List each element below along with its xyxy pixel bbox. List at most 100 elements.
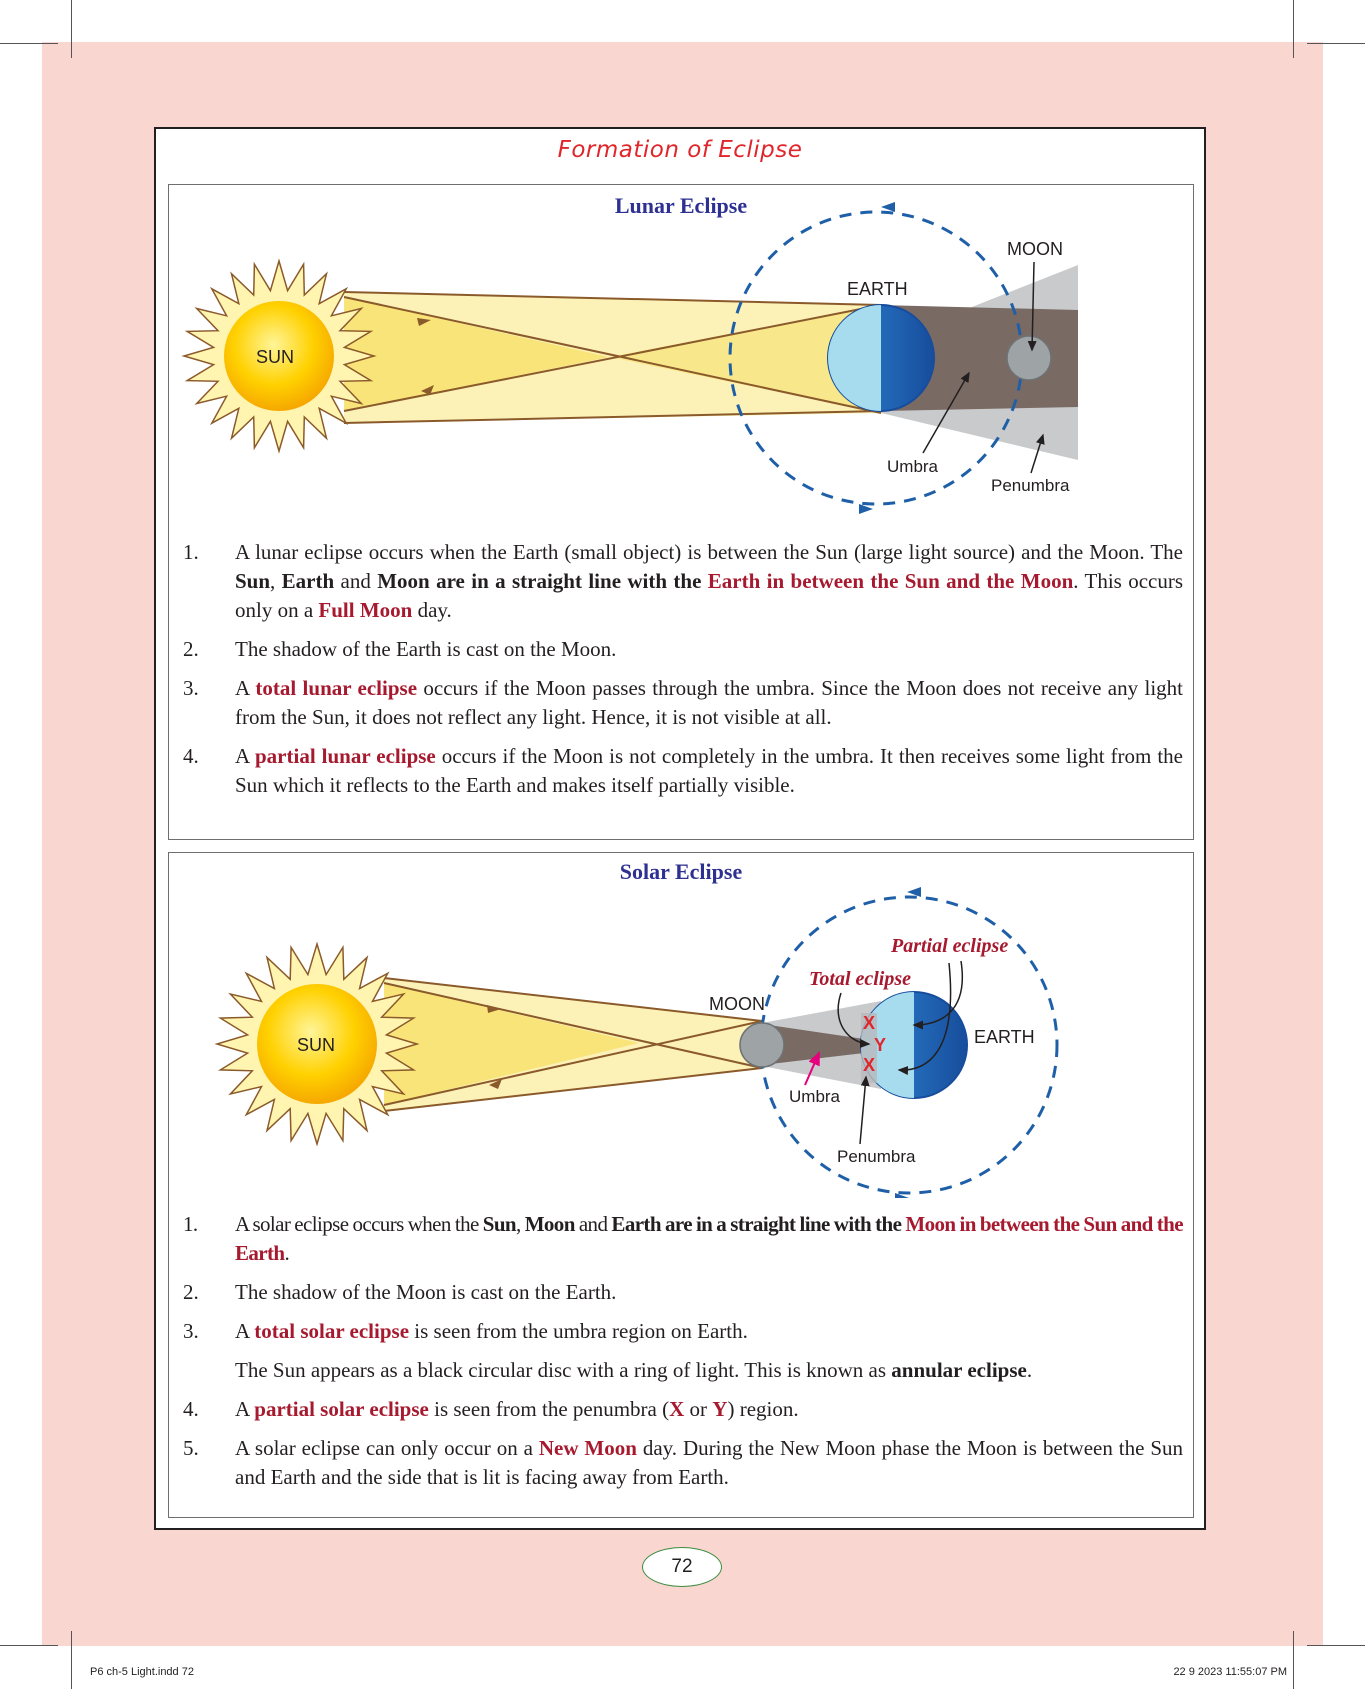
text-run: , (515, 1212, 525, 1236)
solar-eclipse-points: 1. A solar eclipse occurs when the Sun, M… (183, 1210, 1184, 1502)
crop-mark (1293, 1631, 1294, 1689)
list-item: 2.The shadow of the Earth is cast on the… (183, 635, 1183, 664)
text-run: ) region. (727, 1397, 799, 1421)
partial-eclipse-label: Partial eclipse (890, 935, 1008, 957)
umbra-pointer (922, 371, 970, 454)
umbra-region (881, 305, 1078, 411)
penumbra-label: Penumbra (837, 1147, 916, 1166)
ray (383, 982, 763, 1069)
ray (343, 410, 882, 424)
emphasis-text: partial solar eclipse (254, 1397, 429, 1421)
list-item-number: 1. (183, 1212, 198, 1236)
list-item: 5.A solar eclipse can only occur on a Ne… (183, 1434, 1183, 1492)
orbit-arrow (859, 504, 873, 514)
text-run: occurs if the Moon is not completely in … (235, 744, 1183, 797)
text-run: A (235, 1319, 255, 1343)
text-run: The Sun appears as a black circular disc… (235, 1358, 892, 1382)
moon-label: MOON (709, 994, 765, 1014)
list-item: 4.A partial solar eclipse is seen from t… (183, 1395, 1183, 1424)
list-item-number: 1. (183, 540, 199, 564)
marker-x-bottom: X (863, 1055, 875, 1075)
bold-text: Moon are in a straight line with the (377, 569, 708, 593)
ray-arrow (421, 385, 434, 395)
text-run: . This occurs only on a (235, 569, 1183, 622)
earth-label: EARTH (847, 279, 908, 299)
earth-label: EARTH (974, 1027, 1035, 1047)
ray (383, 977, 763, 1022)
list-item-number: 5. (183, 1436, 199, 1460)
marker-y: Y (874, 1035, 886, 1055)
sun-label: SUN (256, 347, 294, 367)
text-run: day. (412, 598, 452, 622)
text-run: The shadow of the Earth is cast on the M… (235, 637, 617, 661)
emphasis-text: total lunar eclipse (255, 676, 418, 700)
solar-eclipse-diagram: SUN EARTH MOON X Y X Partial eclipse Tot… (214, 887, 1059, 1198)
moon (1006, 335, 1052, 381)
list-item: 4.A partial lunar eclipse occurs if the … (183, 742, 1183, 800)
list-item: 1. A solar eclipse occurs when the Sun, M… (183, 1210, 1184, 1268)
moon-pointer (1027, 261, 1037, 352)
lunar-eclipse-points: 1. A lunar eclipse occurs when the Earth … (183, 538, 1183, 810)
sun-label: SUN (297, 1035, 335, 1055)
text-run: A solar eclipse occurs when the (235, 1212, 483, 1236)
text-run: is seen from the umbra region on Earth. (409, 1319, 748, 1343)
text-run: . (1026, 1358, 1033, 1382)
crop-mark (1307, 1645, 1365, 1646)
bold-text: Sun (482, 1212, 517, 1236)
ray-arrow (489, 1079, 502, 1089)
list-item-note: The Sun appears as a black circular disc… (183, 1356, 1183, 1385)
light-beam-inner (344, 297, 609, 411)
ray (343, 291, 882, 306)
text-run: and (334, 569, 378, 593)
text-run: and (574, 1212, 612, 1236)
orbit-arrow (881, 202, 895, 212)
bold-text: annular eclipse (891, 1358, 1027, 1382)
crop-mark (71, 1631, 72, 1689)
orbit-arrow (895, 1193, 909, 1198)
solar-eclipse-panel: Solar Eclipse (168, 852, 1194, 1518)
emphasis-text: Y (712, 1397, 728, 1421)
ray (383, 1020, 763, 1106)
text-run: A (235, 744, 255, 768)
umbra-pointer (804, 1051, 820, 1086)
earth-lit-side (828, 305, 881, 411)
umbra-region (762, 1024, 864, 1065)
penumbra-label: Penumbra (991, 476, 1070, 495)
ray-arrow (417, 318, 431, 326)
solar-eclipse-heading: Solar Eclipse (619, 859, 743, 884)
sun (257, 984, 377, 1104)
list-item-number: 3. (183, 676, 199, 700)
ray (383, 1067, 763, 1112)
umbra-label: Umbra (887, 457, 939, 476)
emphasis-text: partial lunar eclipse (255, 744, 436, 768)
lunar-eclipse-heading: Lunar Eclipse (614, 193, 748, 218)
text-run: The shadow of the Moon is cast on the Ea… (235, 1280, 617, 1304)
text-run: A lunar eclipse occurs when the Earth (s… (235, 540, 1183, 564)
emphasis-text: Earth in between the Sun and the Moon (707, 569, 1074, 593)
lunar-eclipse-panel: Lunar Eclipse (168, 184, 1194, 840)
marker-x-top: X (863, 1013, 875, 1033)
slug-left: P6 ch-5 Light.indd 72 (90, 1666, 194, 1678)
total-pointer (837, 992, 871, 1049)
text-run: A solar eclipse can only occur on a (235, 1436, 539, 1460)
text-run: or (684, 1397, 713, 1421)
list-item-number: 4. (183, 1397, 199, 1421)
bold-text: Moon (524, 1212, 576, 1236)
crop-mark (1293, 0, 1294, 58)
emphasis-text: Moon in between the Sun and the Earth (235, 1212, 1184, 1265)
lunar-eclipse-diagram: SUN EARTH MOON Umbra Penumbra (181, 202, 1078, 514)
crop-mark (0, 43, 58, 44)
bold-text: Earth (281, 569, 335, 593)
list-item-number: 2. (183, 1280, 199, 1304)
ray (343, 296, 882, 414)
emphasis-text: X (669, 1397, 685, 1421)
light-beam-inner (609, 305, 881, 413)
list-item: 3.A total solar eclipse is seen from the… (183, 1317, 1183, 1346)
sun (224, 301, 334, 411)
ray (343, 304, 882, 412)
list-item: 3.A total lunar eclipse occurs if the Mo… (183, 674, 1183, 732)
bold-text: Sun (235, 569, 271, 593)
penumbra-pointer (859, 1075, 870, 1145)
moon (739, 1022, 785, 1068)
partial-pointer-bottom (897, 962, 952, 1075)
